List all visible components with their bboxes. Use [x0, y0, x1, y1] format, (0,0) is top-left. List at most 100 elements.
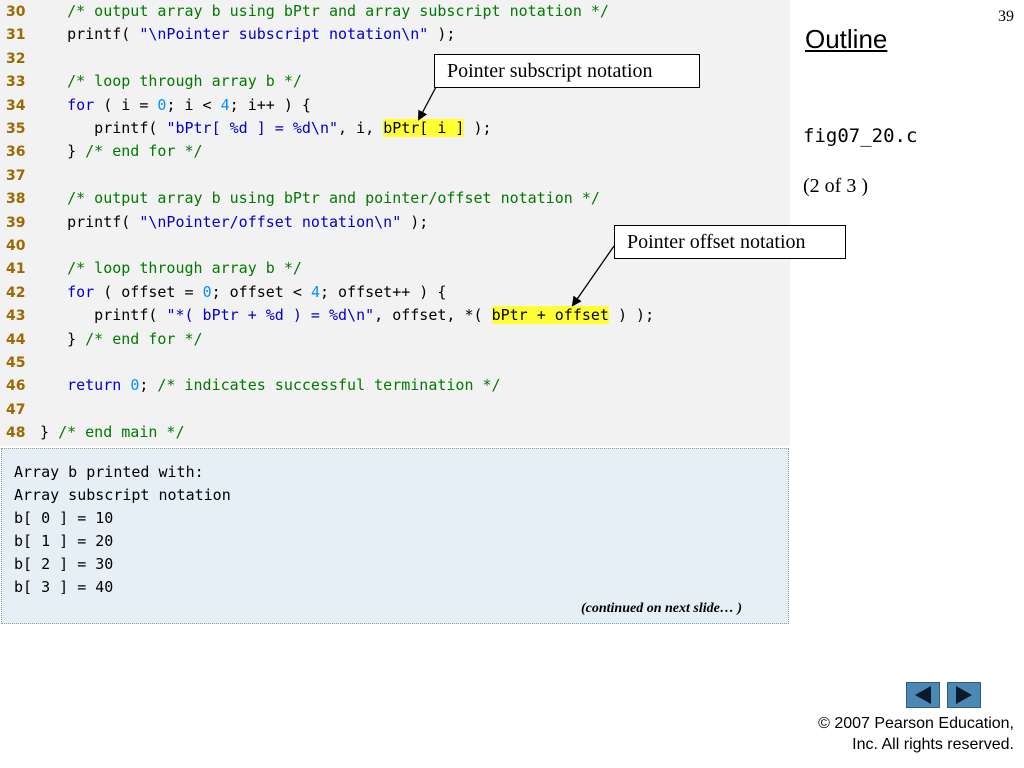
line-number: 35 [6, 121, 26, 137]
code-token: ; offset++ ) { [319, 282, 447, 301]
code-token: /* output array b using bPtr and pointer… [67, 189, 600, 208]
line-number: 41 [6, 261, 26, 278]
copyright-notice: © 2007 Pearson Education, Inc. All right… [818, 713, 1014, 755]
line-number: 39 [6, 214, 26, 231]
highlighted-code: bPtr + offset [491, 306, 609, 325]
line-number: 36 [6, 144, 26, 161]
output-line: b[ 2 ] = 30 [14, 555, 114, 573]
code-line: 35 printf( "bPtr[ %d ] = %d\n", i, bPtr[… [0, 117, 492, 140]
output-line: b[ 1 ] = 20 [14, 532, 114, 550]
code-token: ; i < [166, 95, 221, 114]
code-token: ); [428, 25, 456, 44]
code-line: 48} /* end main */ [0, 421, 185, 444]
code-token: for [67, 95, 95, 114]
subscript-arrow [418, 86, 437, 121]
code-token: /* end main */ [58, 423, 185, 442]
code-token: "bPtr[ %d ] = %d\n" [166, 119, 339, 137]
code-token: 4 [220, 95, 230, 114]
page-number: 39 [998, 8, 1014, 25]
line-number: 44 [6, 331, 26, 348]
code-line: 30 /* output array b using bPtr and arra… [0, 0, 609, 23]
copyright-line-2: Inc. All rights reserved. [852, 736, 1014, 753]
line-number: 34 [6, 97, 26, 114]
callout-pointer-subscript: Pointer subscript notation [434, 54, 700, 88]
code-token: ; i++ ) { [229, 95, 311, 114]
code-token: 0 [202, 282, 212, 301]
code-token: printf( [40, 25, 140, 44]
code-token: return [67, 376, 122, 395]
code-token: } [40, 142, 86, 161]
next-slide-button[interactable] [947, 682, 981, 708]
line-number: 40 [6, 238, 26, 254]
code-token: ; [139, 376, 158, 395]
line-number: 43 [6, 308, 26, 325]
code-token: 4 [310, 282, 320, 301]
code-line: 39 printf( "\nPointer/offset notation\n"… [0, 211, 428, 234]
line-number: 46 [6, 378, 26, 395]
code-line: 45 [0, 351, 40, 374]
code-token: /* output array b using bPtr and array s… [67, 2, 609, 20]
copyright-line-1: © 2007 Pearson Education, [818, 715, 1014, 732]
highlighted-code: bPtr[ i ] [383, 119, 465, 137]
line-number: 33 [6, 74, 26, 91]
offset-arrow [571, 245, 615, 307]
code-token: "\nPointer subscript notation\n" [139, 25, 429, 44]
line-number: 45 [6, 355, 26, 371]
code-token: ( offset = [94, 282, 203, 301]
code-token: ); [401, 212, 429, 231]
callout-pointer-offset: Pointer offset notation [614, 225, 846, 259]
code-line: 32 [0, 47, 40, 70]
code-token: /* end for */ [85, 329, 203, 348]
triangle-left-icon [915, 686, 931, 704]
code-token: printf( [40, 119, 167, 137]
continued-note: (continued on next slide… ) [580, 601, 742, 616]
line-number: 37 [6, 167, 26, 184]
code-line: 33 /* loop through array b */ [0, 70, 302, 93]
code-token: 0 [157, 95, 167, 114]
code-token: ) ); [608, 306, 655, 325]
code-line: 31 printf( "\nPointer subscript notation… [0, 23, 455, 46]
output-line: Array b printed with: [14, 463, 204, 481]
line-number: 30 [6, 4, 26, 20]
triangle-right-icon [956, 686, 972, 704]
code-token: , i, [338, 119, 384, 137]
code-line: 47 [0, 398, 40, 421]
code-token: for [67, 282, 95, 301]
code-token: printf( [40, 212, 140, 231]
output-line: Array subscript notation [14, 486, 231, 504]
program-output: (continued on next slide… ) Array b prin… [1, 448, 789, 624]
code-token: /* loop through array b */ [67, 259, 302, 278]
output-line: b[ 0 ] = 10 [14, 509, 114, 527]
code-line: 37 [0, 164, 40, 187]
code-token: ; offset < [211, 282, 311, 301]
code-token: /* indicates successful termination */ [157, 376, 501, 395]
code-line: 38 /* output array b using bPtr and poin… [0, 187, 600, 210]
slide-part-indicator: (2 of 3 ) [803, 175, 868, 197]
code-token: , offset, *( [374, 306, 492, 325]
line-number: 48 [6, 425, 26, 442]
code-token: /* end for */ [85, 142, 203, 161]
code-token: printf( [40, 306, 167, 325]
figure-file-name: fig07_20.c [803, 125, 918, 147]
line-number: 31 [6, 27, 26, 44]
output-line: b[ 3 ] = 40 [14, 578, 114, 596]
code-line: 43 printf( "*( bPtr + %d ) = %d\n", offs… [0, 304, 654, 327]
code-token: "*( bPtr + %d ) = %d\n" [166, 306, 375, 325]
code-token: /* loop through array b */ [67, 72, 302, 91]
code-token: "\nPointer/offset notation\n" [139, 212, 402, 231]
line-number: 32 [6, 50, 26, 67]
code-line: 42 for ( offset = 0; offset < 4; offset+… [0, 281, 446, 304]
code-token: ( i = [94, 95, 158, 114]
code-token: ); [464, 119, 492, 137]
line-number: 47 [6, 401, 26, 418]
code-token: 0 [130, 376, 140, 395]
code-line: 46 return 0; /* indicates successful ter… [0, 374, 501, 397]
line-number: 42 [6, 284, 26, 301]
code-line: 36 } /* end for */ [0, 140, 203, 163]
code-line: 34 for ( i = 0; i < 4; i++ ) { [0, 94, 311, 117]
code-token: } [40, 329, 86, 348]
line-number: 38 [6, 191, 26, 208]
code-token: } [40, 423, 59, 442]
previous-slide-button[interactable] [906, 682, 940, 708]
